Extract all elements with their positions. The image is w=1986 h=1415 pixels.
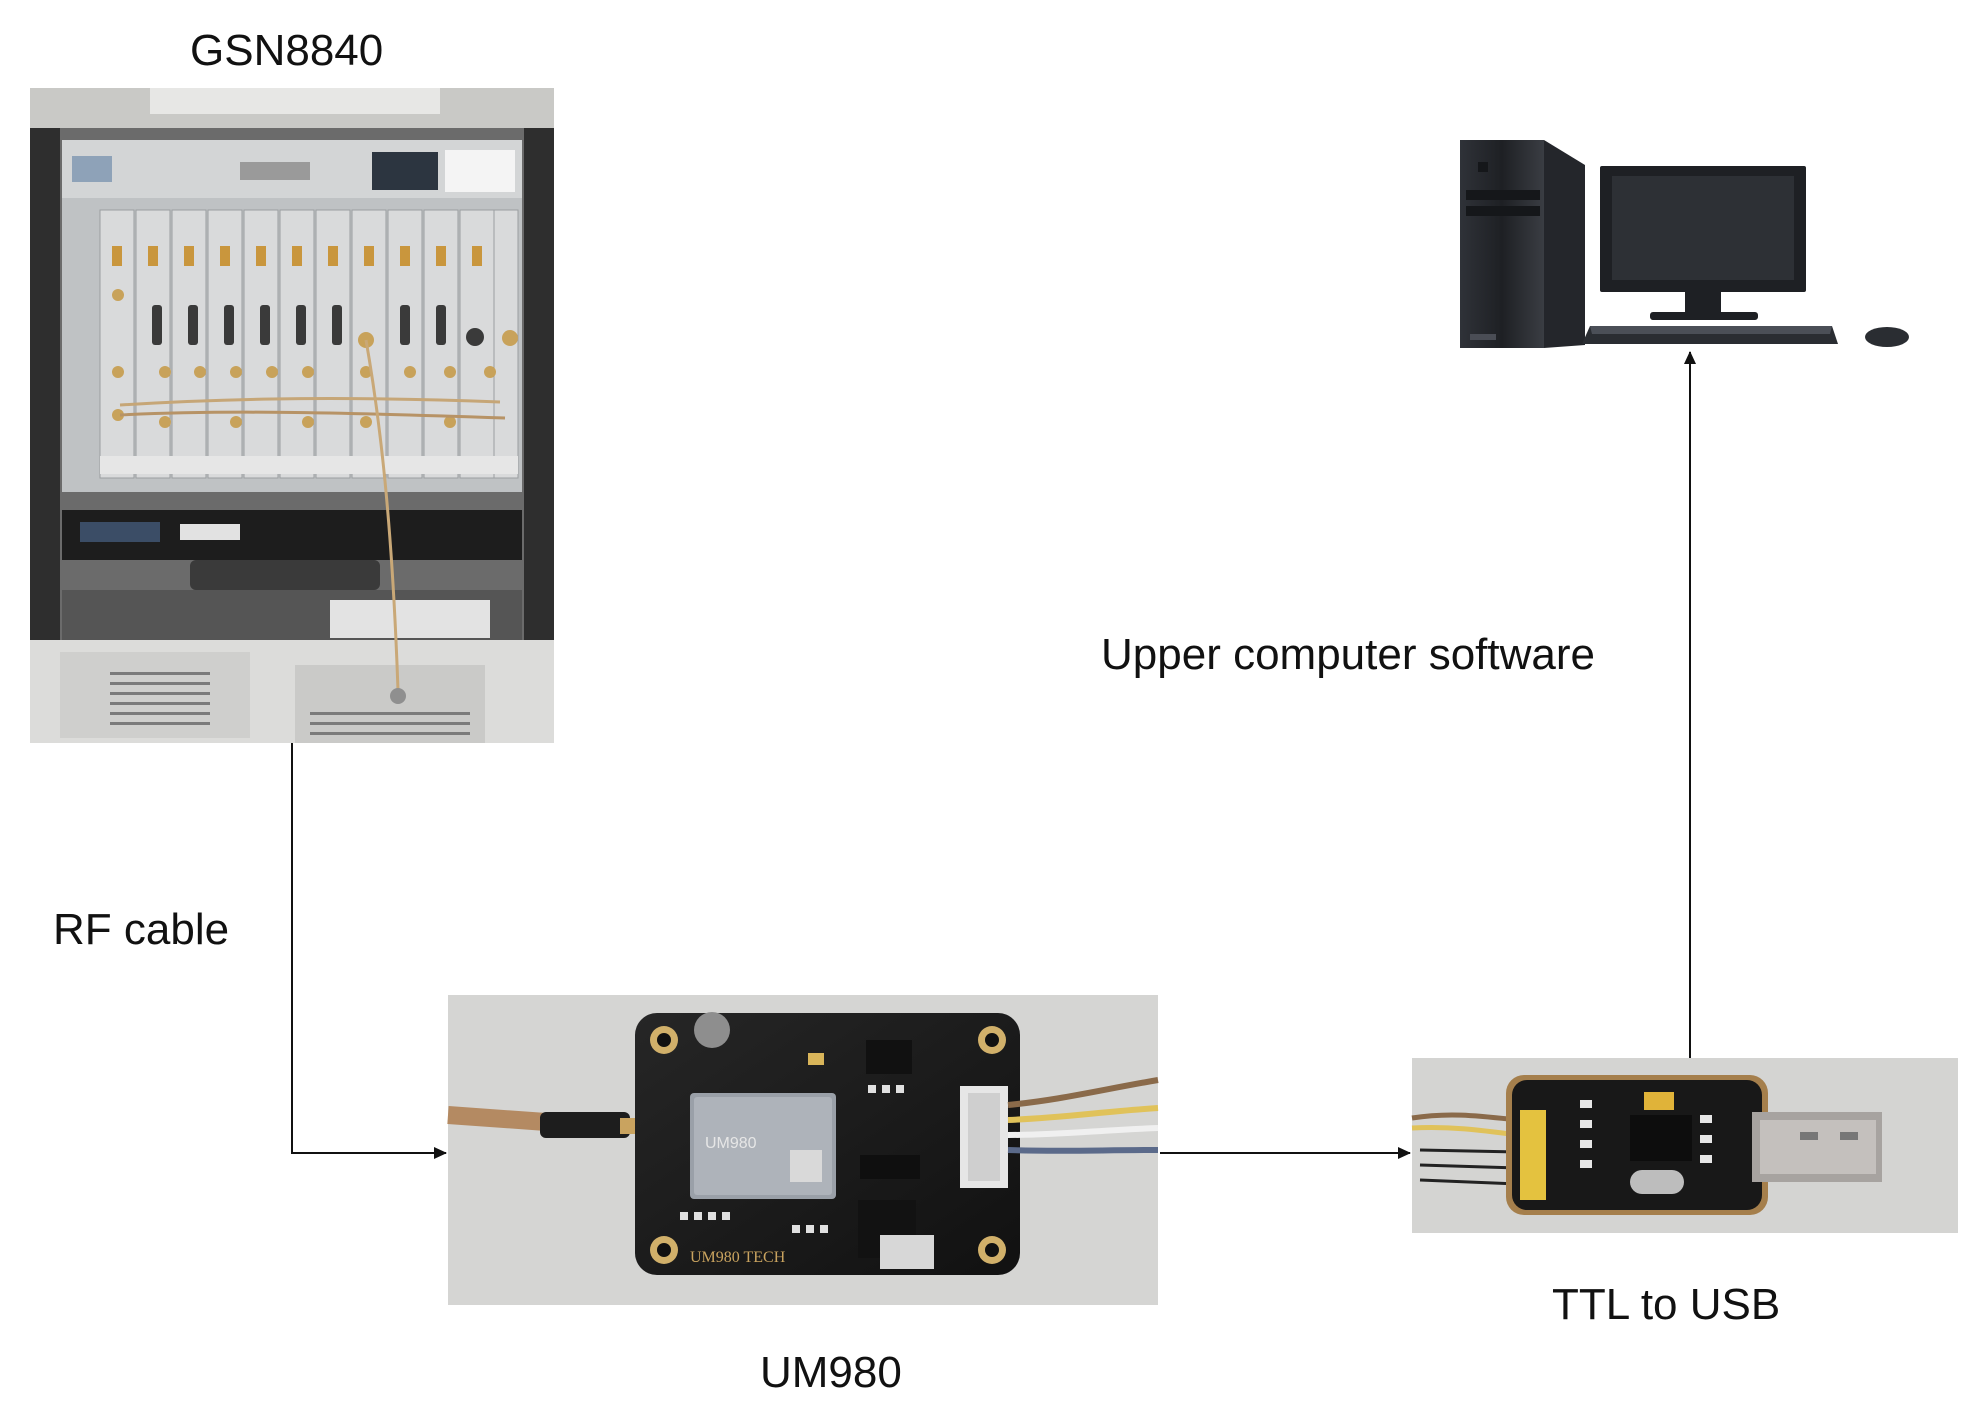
gsn8840-label: GSN8840: [190, 26, 384, 75]
um980-label: UM980: [760, 1348, 902, 1397]
ttl-usb-label: TTL to USB: [1552, 1280, 1781, 1329]
software-label: Upper computer software: [1101, 630, 1595, 679]
computer-icon: [1460, 140, 1909, 348]
um980-board-text: UM980 TECH: [690, 1249, 786, 1266]
ttl-usb-photo: [1411, 1058, 1958, 1233]
connections: [291, 351, 1696, 1159]
rf-cable-label: RF cable: [53, 905, 230, 954]
gsn8840-photo: [30, 88, 554, 743]
rf-cable-arrow: [291, 743, 447, 1159]
um980-module-text: UM980: [705, 1135, 757, 1152]
um980-photo: UM980 UM980 TECH: [447, 995, 1159, 1305]
